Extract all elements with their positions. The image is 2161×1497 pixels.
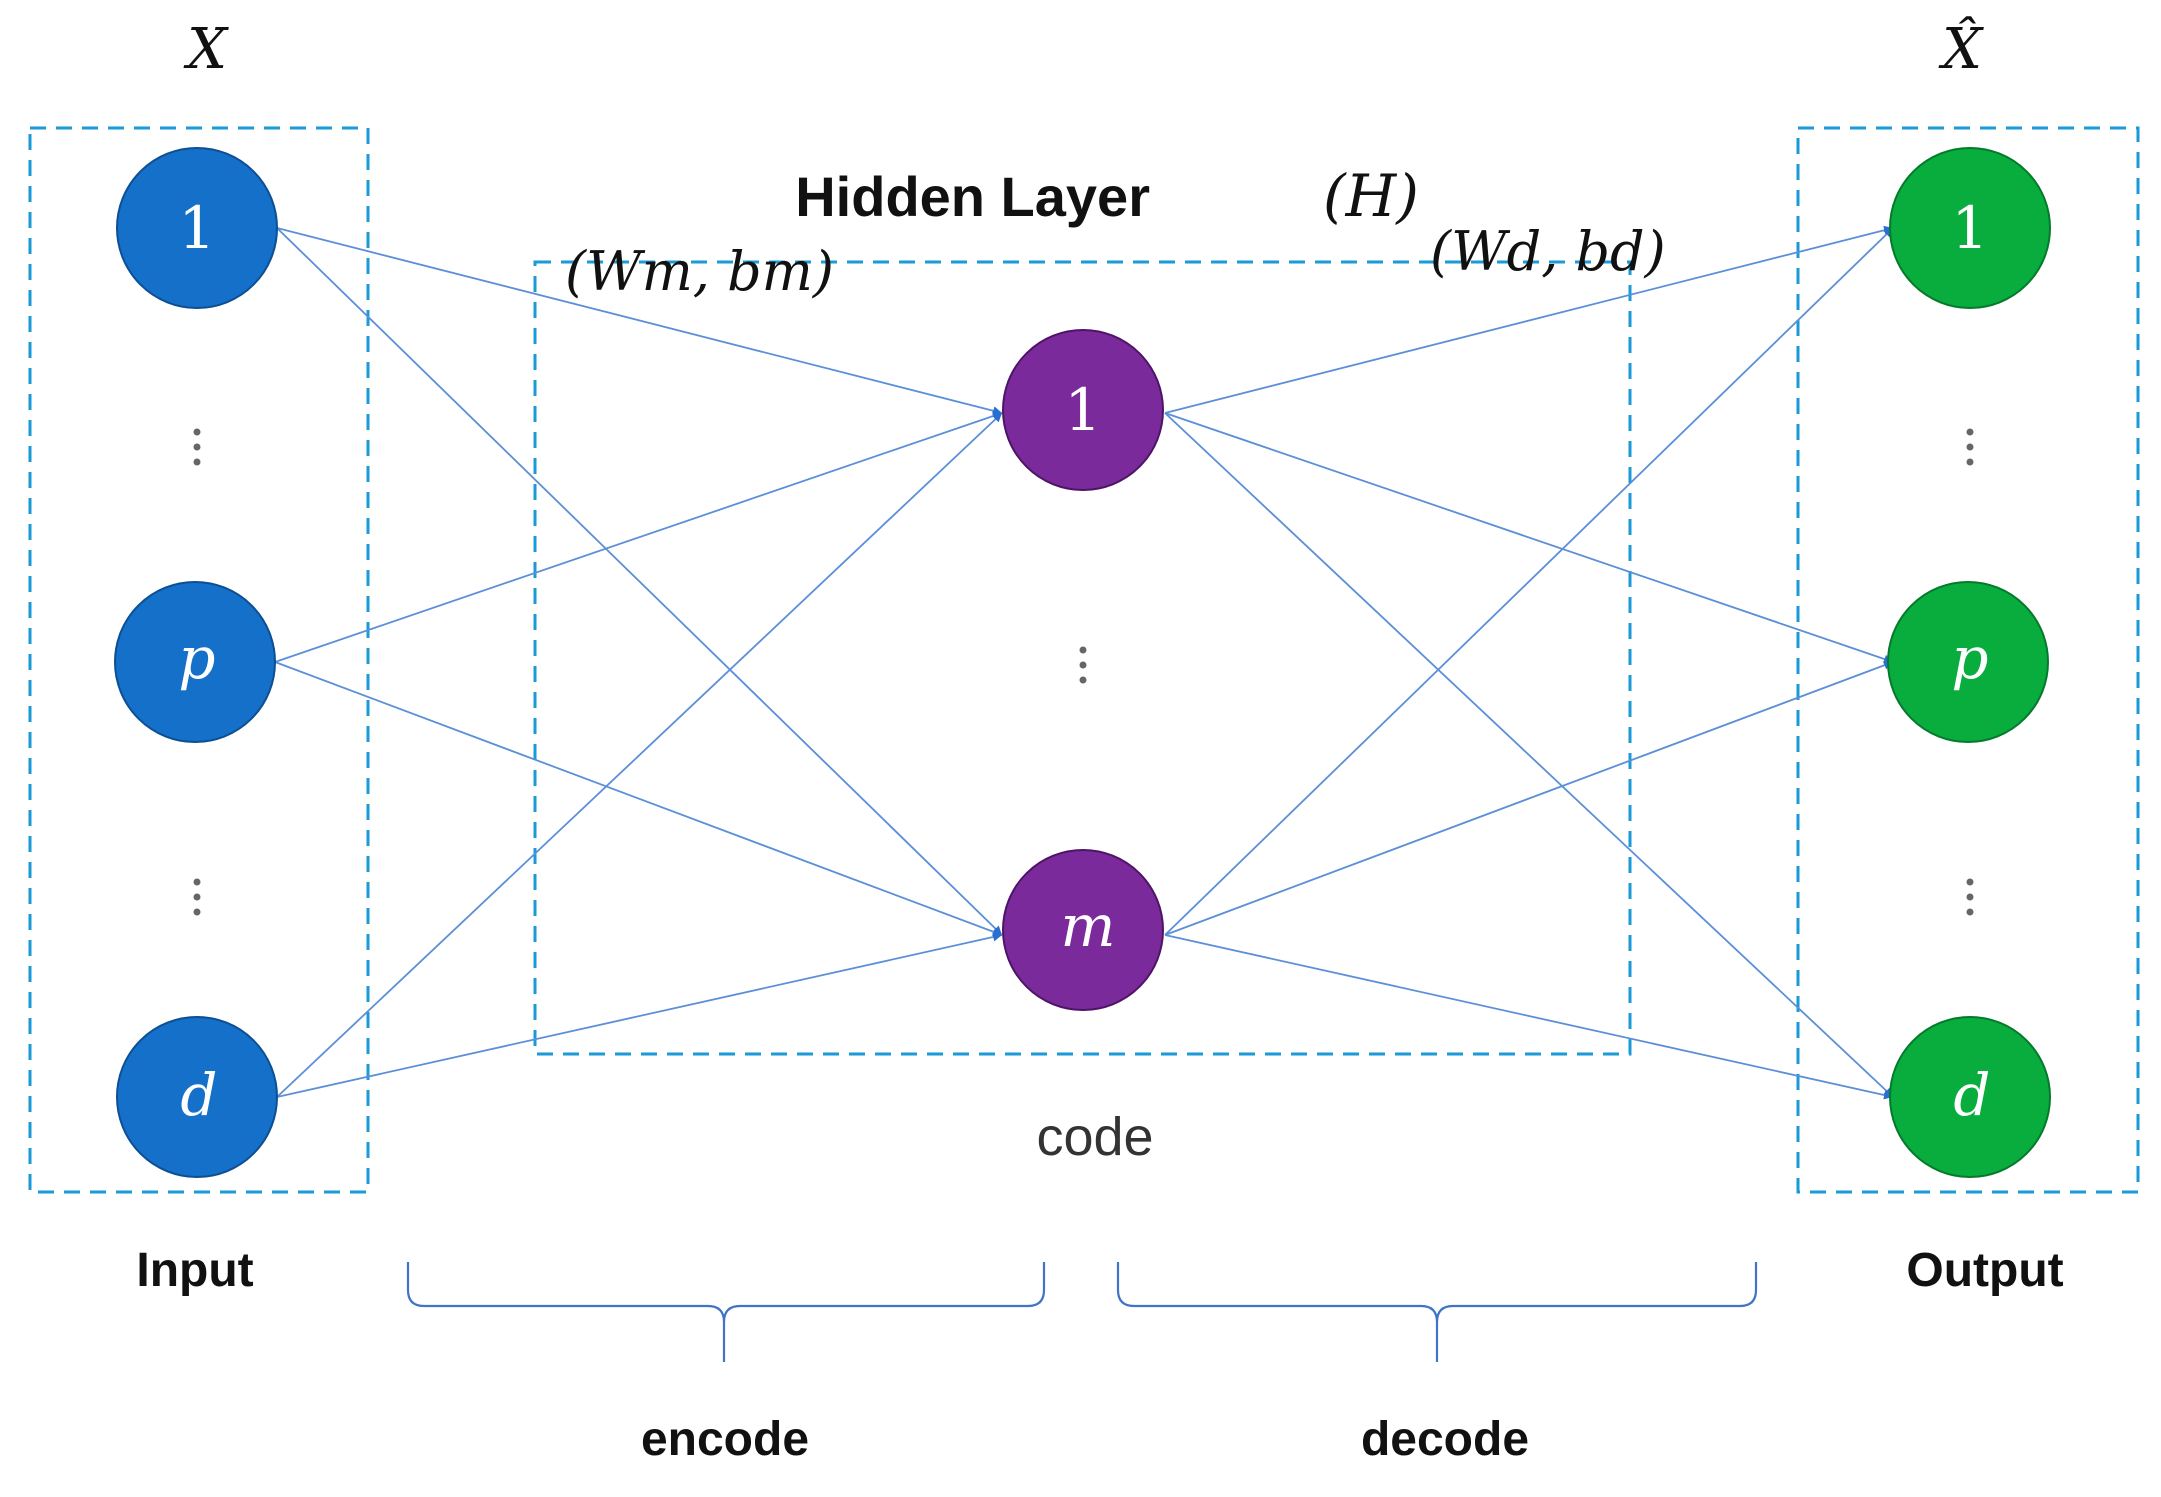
input-ellipsis-lower xyxy=(193,878,201,916)
output-ellipsis-lower xyxy=(1966,878,1974,916)
edge-in1-hm xyxy=(276,227,1003,936)
edge-inp-h1 xyxy=(274,411,1003,663)
input-layer-box xyxy=(28,126,370,1194)
hidden-node-1-label: 1 xyxy=(1065,376,1102,444)
edge-inp-hm xyxy=(274,661,1003,937)
code-label: code xyxy=(1036,1107,1153,1167)
edge-h1-out1 xyxy=(1164,225,1894,414)
input-node-1-label: 1 xyxy=(179,194,216,262)
input-node-d-label: d xyxy=(180,1061,217,1129)
hidden-layer-symbol: (H) xyxy=(1323,162,1419,230)
hidden-ellipsis xyxy=(1079,646,1087,684)
output-node-d: d xyxy=(1889,1016,2051,1178)
output-label: Output xyxy=(1906,1244,2063,1297)
decoder-connections xyxy=(1164,225,1894,1100)
edge-ind-h1 xyxy=(276,412,1003,1098)
output-symbol: X̂ xyxy=(1938,15,1984,82)
encode-brace xyxy=(406,1262,1046,1362)
input-label: Input xyxy=(136,1244,253,1297)
hidden-layer-title: Hidden Layer xyxy=(795,165,1150,228)
hidden-node-1: 1 xyxy=(1002,329,1164,491)
edge-in1-h1 xyxy=(276,227,1003,416)
edge-ind-hm xyxy=(276,932,1003,1098)
edge-h1-outd xyxy=(1164,412,1894,1098)
encoder-params: (Wm, bm) xyxy=(565,240,834,303)
input-node-p-label: p xyxy=(178,624,215,692)
hidden-node-m-label: m xyxy=(1061,892,1116,960)
edge-hm-outp xyxy=(1164,660,1894,936)
output-node-1: 1 xyxy=(1889,147,2051,309)
input-node-d: d xyxy=(116,1016,278,1178)
edge-h1-outp xyxy=(1164,412,1894,664)
edge-hm-outd xyxy=(1164,934,1894,1100)
output-node-1-label: 1 xyxy=(1952,194,1989,262)
decoder-params: (Wd, bd) xyxy=(1430,220,1666,283)
input-node-p: p xyxy=(114,581,276,743)
input-ellipsis-upper xyxy=(193,428,201,466)
encoder-connections xyxy=(274,227,1003,1098)
edge-hm-out1 xyxy=(1164,227,1894,936)
input-node-1: 1 xyxy=(116,147,278,309)
output-node-p: p xyxy=(1887,581,2049,743)
output-node-d-label: d xyxy=(1953,1061,1990,1129)
hidden-node-m: m xyxy=(1002,849,1164,1011)
encode-label: encode xyxy=(641,1413,809,1466)
hidden-layer-box xyxy=(533,260,1632,1056)
input-symbol: X xyxy=(183,17,229,82)
decode-label: decode xyxy=(1361,1413,1529,1466)
decode-brace xyxy=(1116,1262,1758,1362)
output-layer-box xyxy=(1796,126,2140,1194)
output-node-p-label: p xyxy=(1951,624,1988,692)
output-ellipsis-upper xyxy=(1966,428,1974,466)
